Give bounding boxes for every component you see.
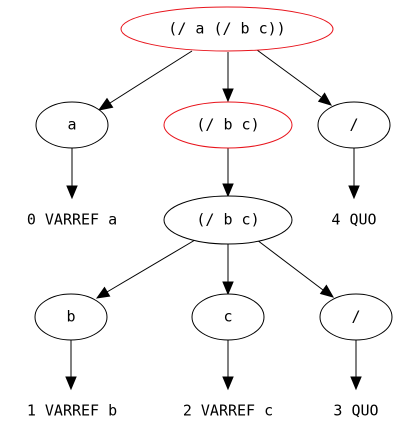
node-root: (/ a (/ b c))	[120, 6, 334, 52]
arrowhead-root-to-div-top	[317, 92, 333, 106]
node-div-op-bottom: /	[319, 293, 393, 341]
node-c: c	[191, 293, 265, 341]
arrowhead-sub-expr-2-to-div-bottom	[319, 284, 335, 298]
node-div-op-bottom-ellipse	[319, 293, 393, 341]
edges	[65, 49, 362, 391]
arrowhead-div-bottom-to-quo-3	[350, 376, 362, 391]
arrowhead-sub-expr-to-sub-expr-2	[222, 183, 234, 198]
arrowhead-sub-expr-2-to-c	[222, 281, 234, 296]
arrowhead-root-to-a	[97, 97, 114, 111]
node-sub-expr: (/ b c)	[163, 101, 293, 149]
arrowhead-div-top-to-quo-4	[348, 185, 360, 200]
node-varref-a-label: 0 VARREF a	[27, 211, 117, 229]
edge-root-to-div-top	[256, 49, 322, 98]
node-sub-expr-label: (/ b c)	[196, 116, 259, 134]
node-b: b	[34, 293, 108, 341]
node-c-ellipse	[191, 293, 265, 341]
arrowhead-root-to-sub-expr	[222, 88, 234, 103]
node-div-op-top-ellipse	[317, 101, 391, 149]
node-sub-expr-ellipse	[163, 101, 293, 149]
node-root-label: (/ a (/ b c))	[168, 20, 285, 38]
node-div-op-top-label: /	[349, 116, 358, 134]
node-varref-c-label: 2 VARREF c	[183, 402, 273, 420]
node-quo-4-label: 4 QUO	[331, 211, 376, 229]
node-sub-expr-2-label: (/ b c)	[196, 211, 259, 229]
node-div-op-top: /	[317, 101, 391, 149]
node-c-label: c	[223, 308, 232, 326]
arrowhead-c-to-varref-c	[222, 376, 234, 391]
node-varref-b-label: 1 VARREF b	[27, 402, 117, 420]
node-sub-expr-2: (/ b c)	[163, 195, 293, 245]
node-quo-3-label: 3 QUO	[333, 402, 378, 420]
arrowhead-a-to-varref-a	[66, 185, 78, 200]
edge-sub-expr-2-to-b	[106, 239, 196, 293]
node-a: a	[35, 101, 109, 149]
node-div-op-bottom-label: /	[351, 308, 360, 326]
node-a-label: a	[67, 116, 76, 134]
node-a-ellipse	[35, 101, 109, 149]
edge-root-to-a	[109, 50, 193, 104]
arrowhead-sub-expr-2-to-b	[95, 286, 111, 299]
node-b-ellipse	[34, 293, 108, 341]
node-b-label: b	[66, 308, 75, 326]
node-sub-expr-2-ellipse	[163, 195, 293, 245]
node-root-ellipse	[120, 6, 334, 52]
edge-sub-expr-2-to-div-bottom	[256, 239, 324, 291]
arrowhead-b-to-varref-b	[65, 376, 77, 391]
